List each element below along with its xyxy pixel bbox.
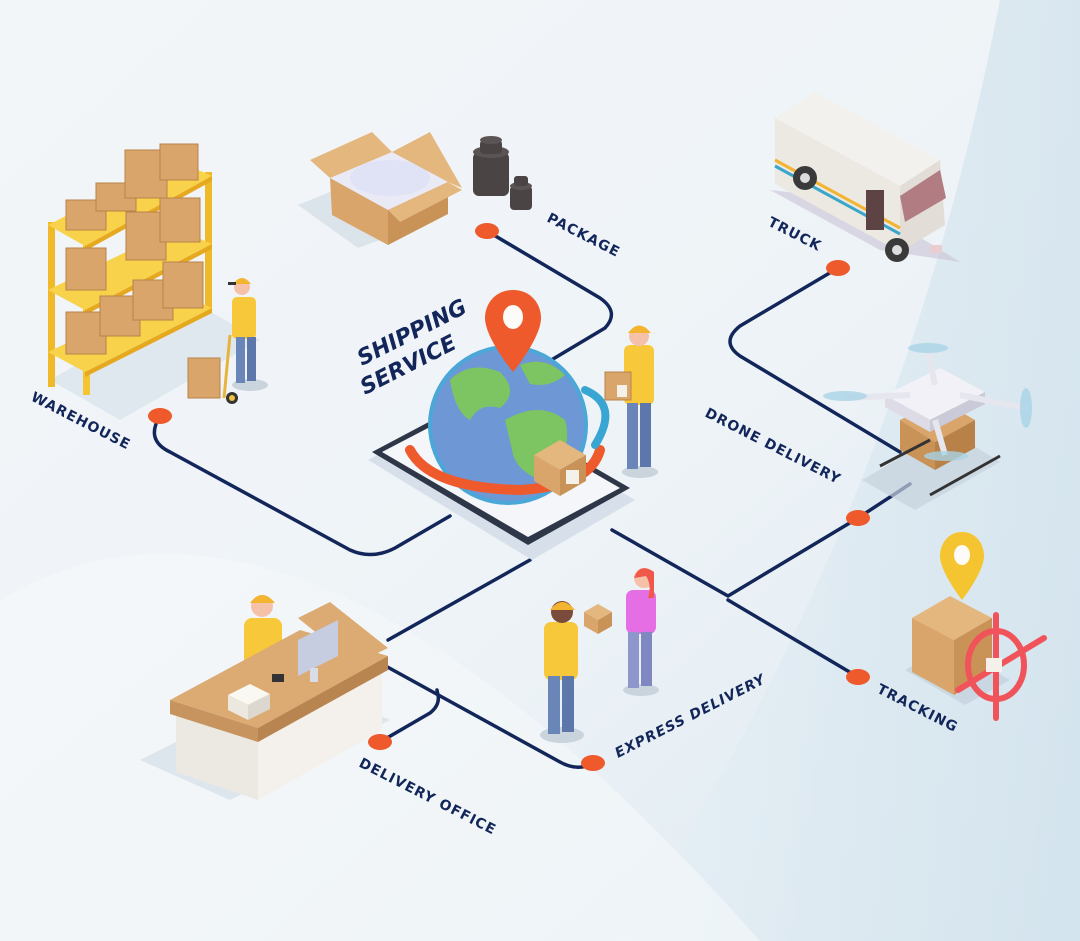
node-dot-drone xyxy=(846,510,870,526)
drone-illustration xyxy=(823,343,1032,510)
node-dot-package xyxy=(475,223,499,239)
node-dot-office xyxy=(368,734,392,750)
express-delivery-illustration xyxy=(540,568,659,743)
node-dot-warehouse xyxy=(148,408,172,424)
center-globe-phone xyxy=(368,290,658,560)
node-dots xyxy=(148,223,870,771)
tracking-pin-icon xyxy=(940,532,984,600)
warehouse-illustration xyxy=(48,143,268,420)
truck-illustration xyxy=(770,92,960,262)
node-dot-truck xyxy=(826,260,850,276)
background-swoosh xyxy=(620,0,1080,941)
package-illustration xyxy=(298,132,532,248)
node-dot-tracking xyxy=(846,669,870,685)
location-pin-icon xyxy=(485,290,541,372)
node-dot-express xyxy=(581,755,605,771)
connector-lines xyxy=(152,229,912,769)
delivery-office-illustration xyxy=(140,595,390,800)
tracking-illustration xyxy=(905,532,1047,721)
